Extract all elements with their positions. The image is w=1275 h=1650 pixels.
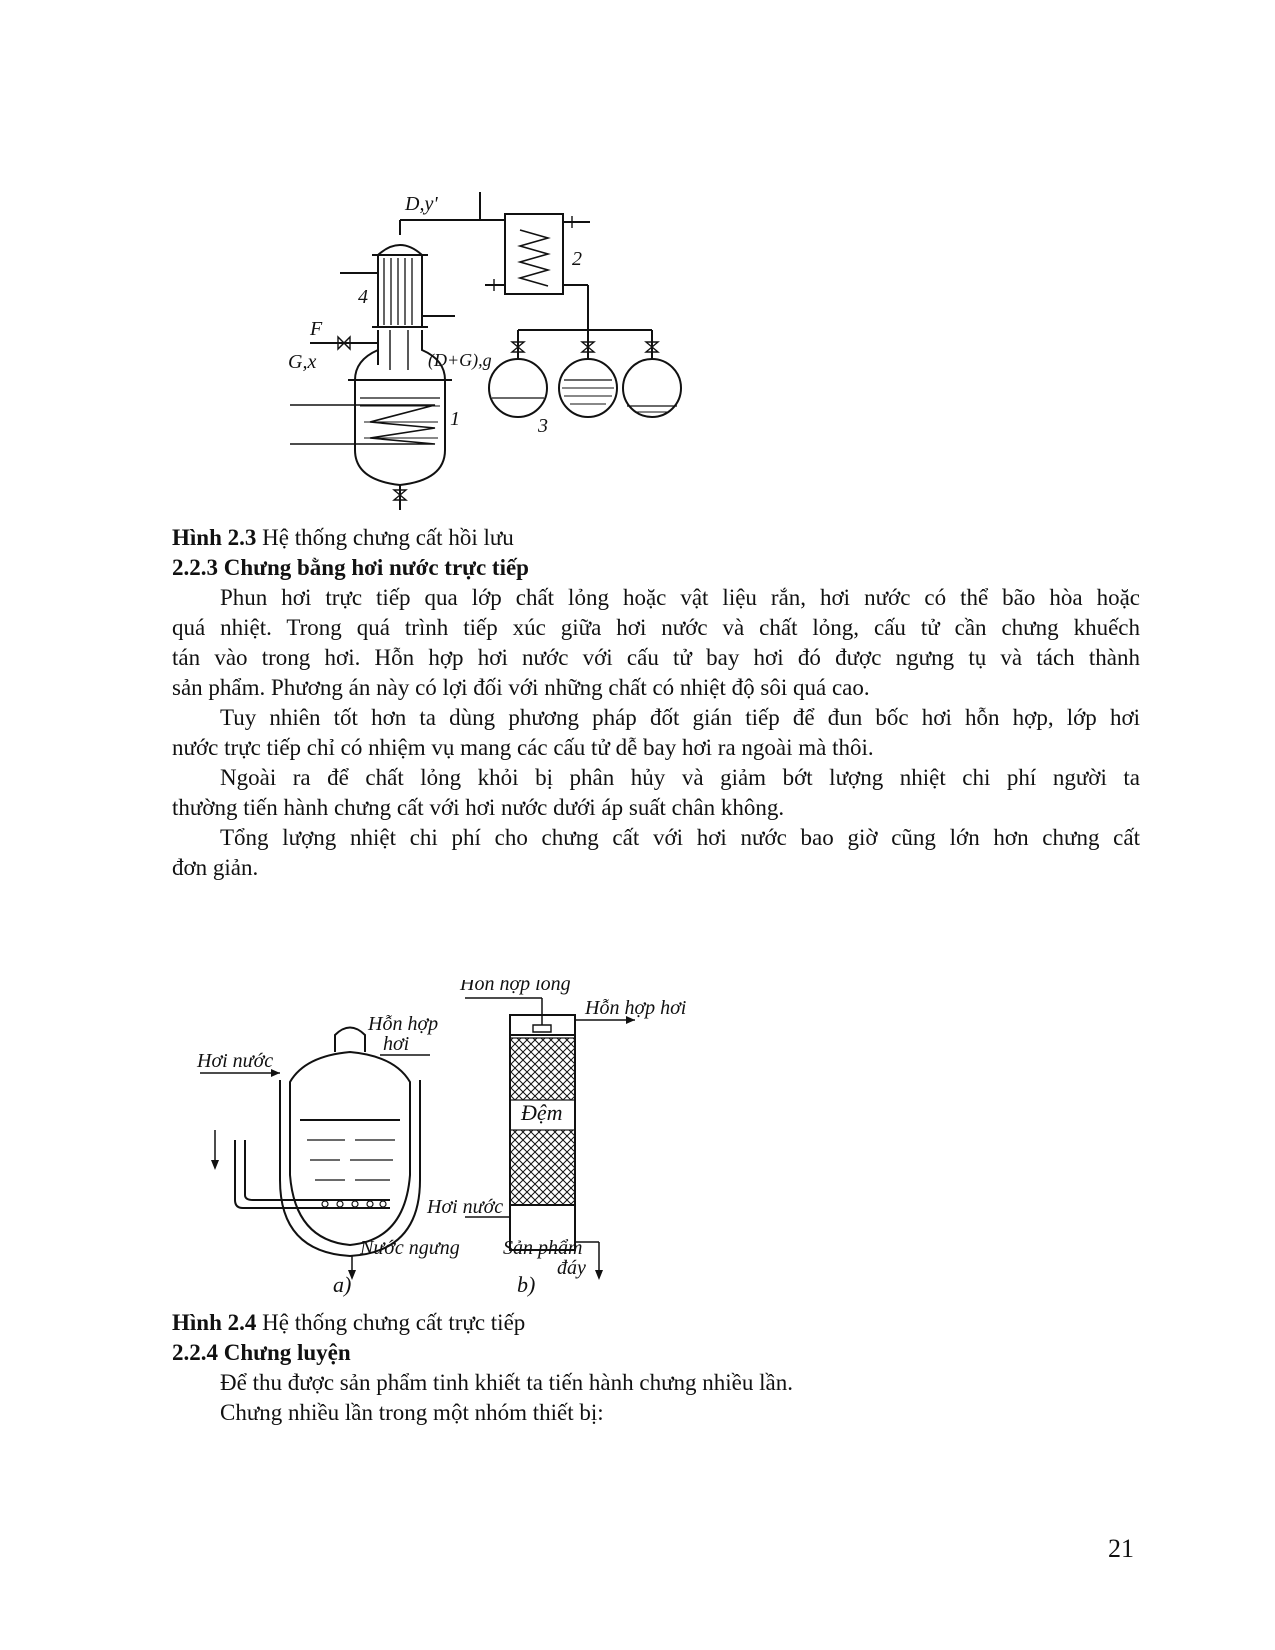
paragraph-line: Để thu được sản phẩm tinh khiết ta tiến … [220,1370,793,1395]
figure-2-3-diagram: D,y' 2 4 F G,x (D+G),g 1 3 [280,180,720,530]
paragraph-line: Phun hơi trực tiếp qua lớp chất lỏng hoặ… [220,585,1140,610]
label-nuoc-ngung: Nước ngưng [359,1237,460,1259]
figure-2-4-diagram: Hỗn hợp lỏng Hỗn hợp hơi Hỗn hợp hơi Hơi… [195,973,715,1350]
paragraph-line: tán vào trong hơi. Hỗn hợp hơi nước với … [172,645,1140,670]
label-dem: Đệm [520,1100,563,1125]
label-f: F [309,318,323,340]
paragraph-line: thường tiến hành chưng cất với hơi nước … [172,795,785,820]
label-2: 2 [572,248,582,270]
label-hoi-nuoc-right: Hơi nước [426,1196,503,1218]
label-a: a) [333,1272,351,1297]
label-day: đáy [557,1257,586,1279]
label-hh-hoi-right: Hỗn hợp hơi [584,997,686,1019]
paragraph-line: sản phẩm. Phương án này có lợi đối với n… [172,675,870,700]
paragraph-line: Ngoài ra để chất lỏng khỏi bị phân hủy v… [220,765,1140,790]
figure-2-4-caption: Hình 2.4 Hệ thống chưng cất trực tiếp [172,1310,526,1335]
label-hoi-nuoc-left: Hơi nước [196,1050,273,1072]
label-hh-long: Hỗn hợp lỏng [459,980,571,995]
paragraph-line: Tổng lượng nhiệt chi phí cho chưng cất v… [220,825,1140,850]
label-3: 3 [537,415,548,437]
label-san-pham: Sản phẩm [503,1237,582,1259]
paragraph-line: đơn giản. [172,855,259,880]
paragraph-line: quá nhiệt. Trong quá trình tiếp xúc giữa… [172,615,1140,640]
figure-2-3-caption: Hình 2.3 Hệ thống chưng cất hồi lưu [172,525,514,550]
section-2-2-3-heading: 2.2.3 Chưng bằng hơi nước trực tiếp [172,555,529,580]
label-dg: (D+G),g [428,350,492,371]
label-dy: D,y' [404,193,438,215]
label-b: b) [517,1272,535,1297]
label-gx: G,x [288,351,316,373]
label-4: 4 [358,286,368,308]
paragraph-line: Chưng nhiều lần trong một nhóm thiết bị: [220,1400,604,1425]
section-2-2-4-heading: 2.2.4 Chưng luyện [172,1340,351,1365]
paragraph-line: nước trực tiếp chỉ có nhiệm vụ mang các … [172,735,874,760]
label-1: 1 [450,408,460,430]
page-number: 21 [1108,1534,1134,1563]
paragraph-line: Tuy nhiên tốt hơn ta dùng phương pháp đố… [220,705,1140,730]
label-hh-hoi: hơi [383,1033,409,1055]
label-hh-hop: Hỗn hợp [367,1013,438,1035]
